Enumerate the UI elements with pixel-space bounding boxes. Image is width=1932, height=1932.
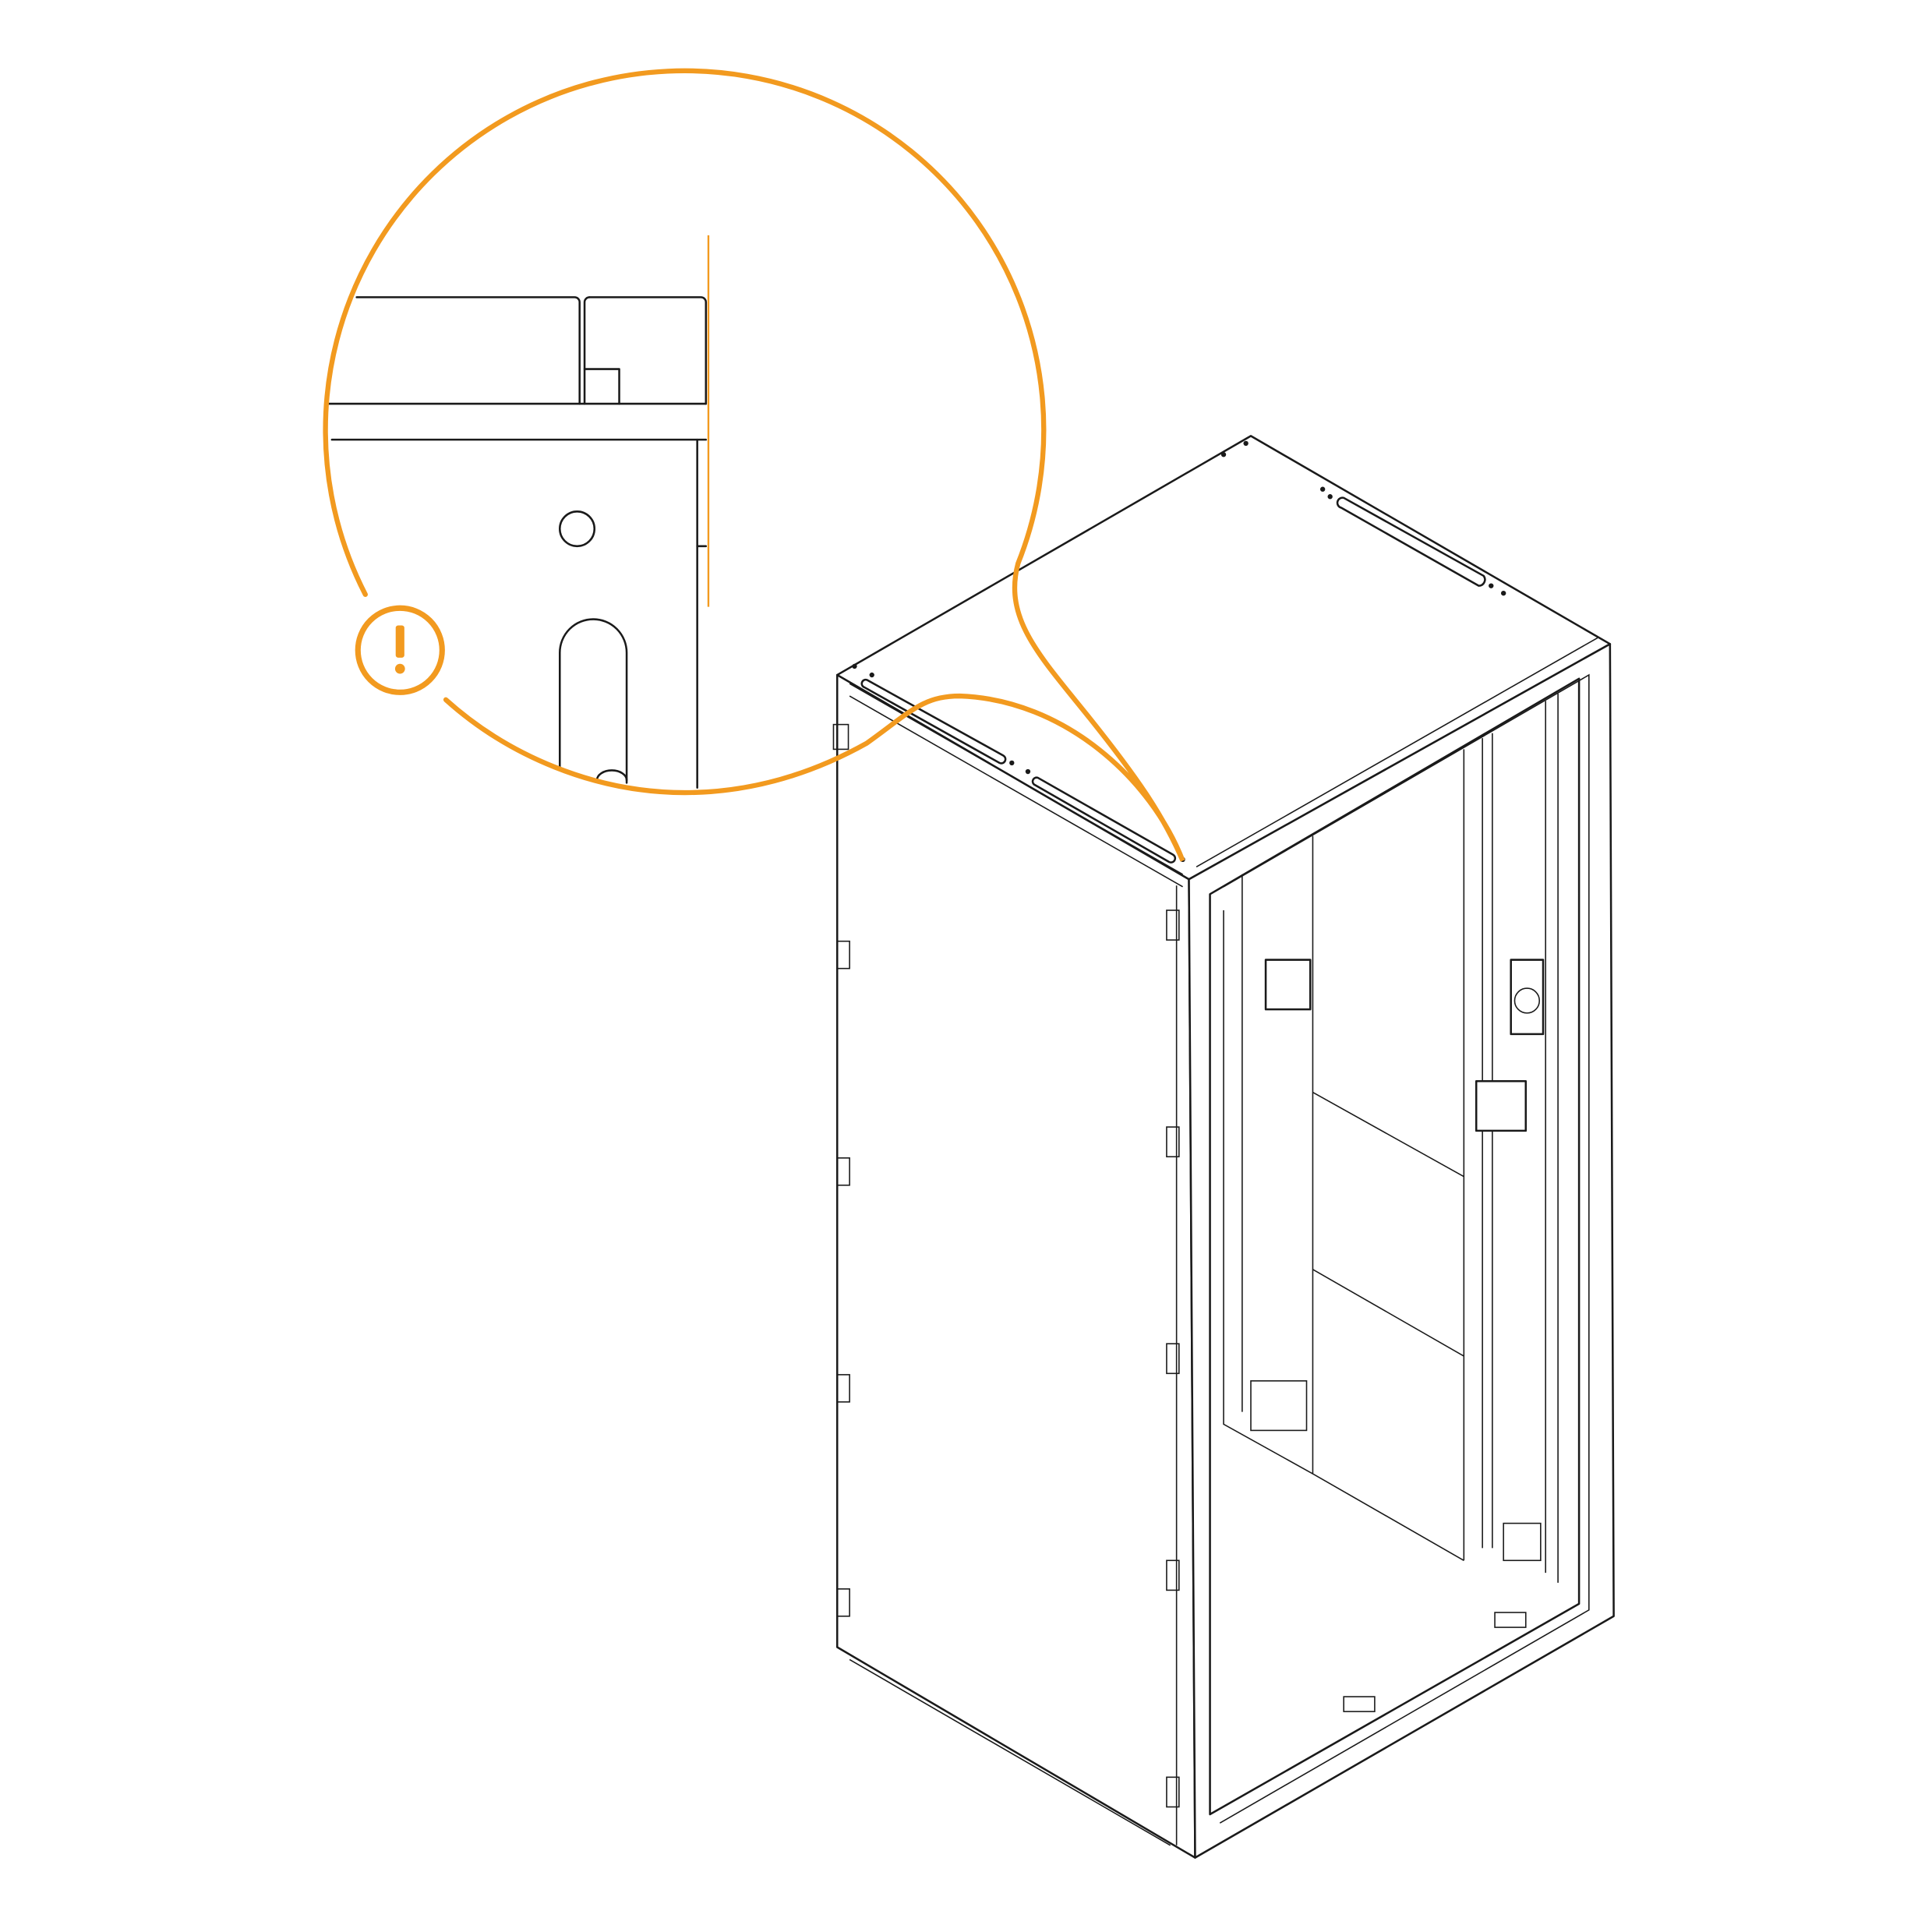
side-top-slot-1 xyxy=(860,678,1007,765)
top-cable-slot xyxy=(1336,496,1486,587)
zoomed-detail xyxy=(327,235,710,789)
mounting-bracket xyxy=(1510,959,1545,1036)
warning-icon xyxy=(355,605,445,695)
mounting-bracket xyxy=(1475,1080,1528,1132)
cabinet-front-frame xyxy=(1188,643,1615,1859)
mounting-bracket xyxy=(1264,959,1312,1011)
magnifier-callout xyxy=(323,68,1185,862)
cabinet-front-opening xyxy=(1209,677,1581,1816)
cabinet xyxy=(832,435,1615,1859)
callout-circle xyxy=(323,68,1185,862)
cabinet-left-side-panel xyxy=(835,673,1196,1859)
side-top-slot-2 xyxy=(1031,776,1177,864)
